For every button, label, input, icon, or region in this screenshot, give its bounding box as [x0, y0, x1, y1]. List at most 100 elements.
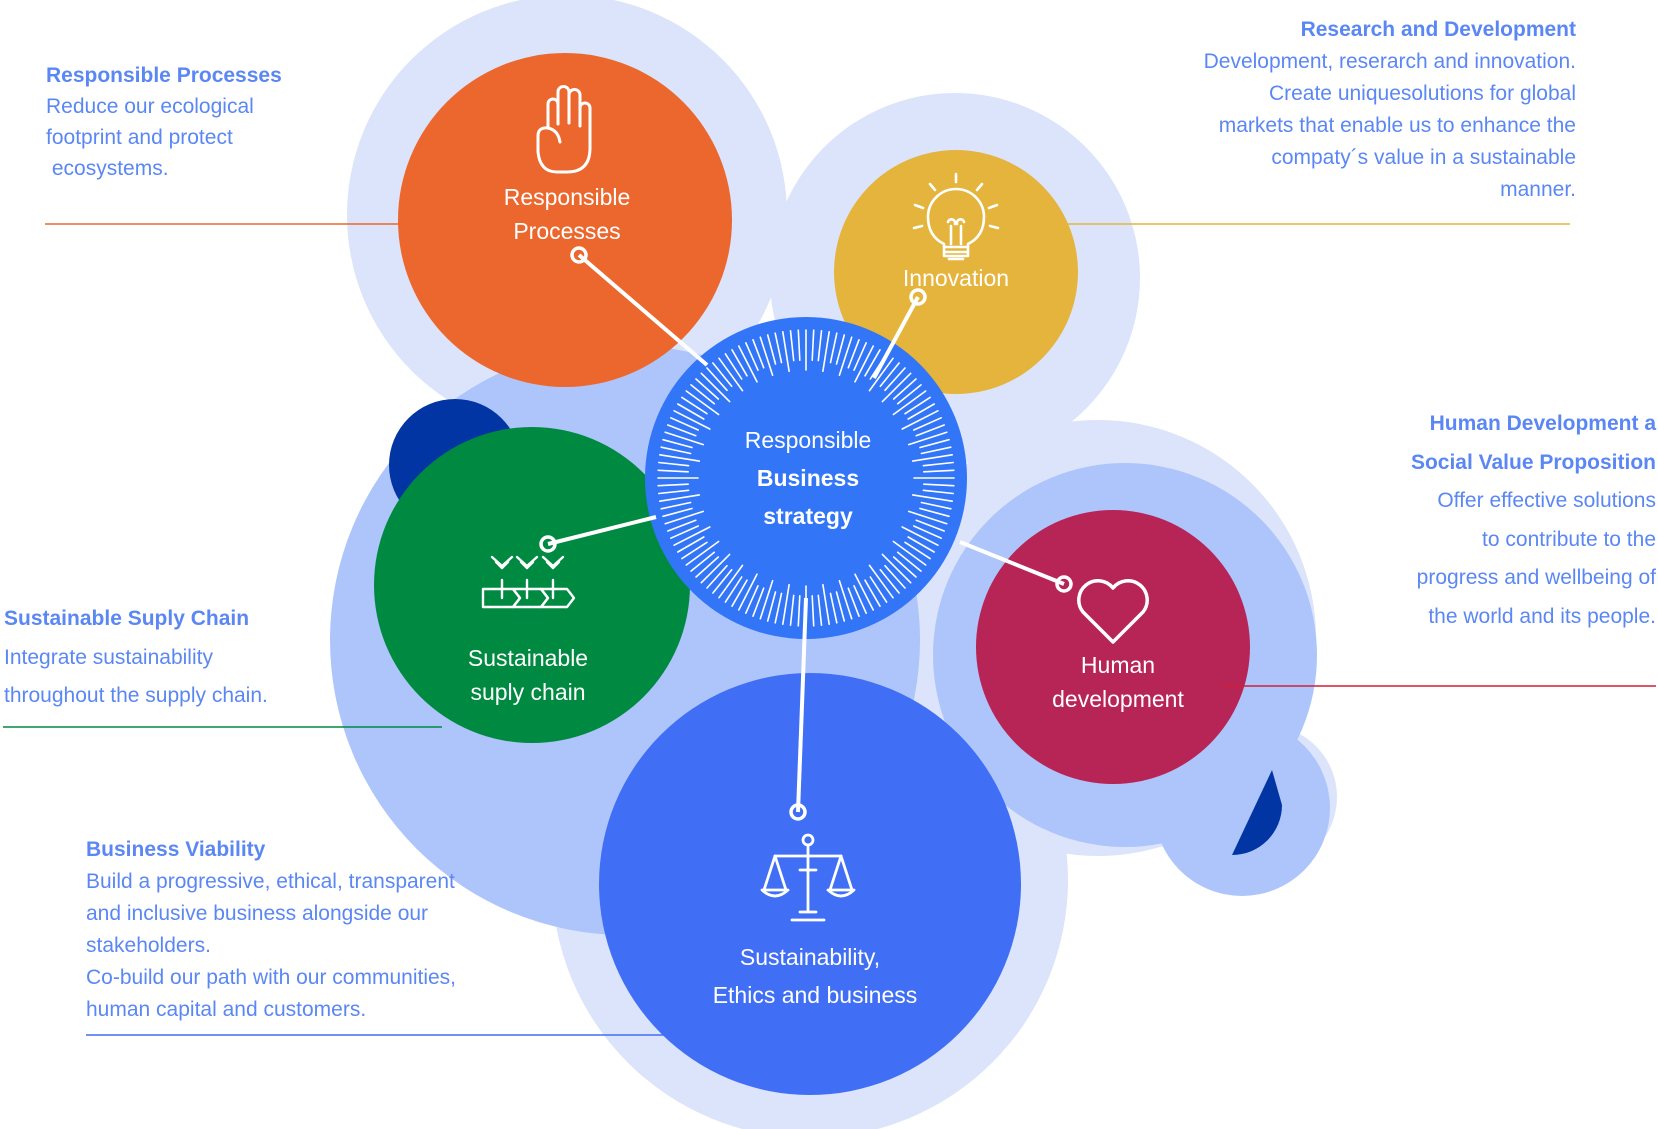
center-tick-ring	[657, 329, 955, 627]
center-tick	[922, 461, 955, 467]
center-tick	[868, 357, 894, 392]
callout-responsible-processes-line: Reduce our ecological	[46, 95, 254, 118]
center-tick	[676, 536, 705, 553]
callout-rules	[3, 223, 1656, 1036]
center-tick	[657, 483, 690, 487]
center-tick	[907, 536, 936, 553]
center-tick	[706, 367, 728, 392]
center-tick	[811, 594, 815, 627]
center-tick	[847, 587, 860, 618]
supply-chain-arrows-icon	[481, 555, 576, 609]
callout-responsible-processes: Responsible Processes Reduce our ecologi…	[46, 60, 282, 184]
center-tick	[664, 510, 705, 525]
center-tick	[706, 564, 728, 589]
center-tick	[700, 372, 731, 403]
center-tick	[920, 501, 952, 510]
center-tick	[752, 587, 765, 618]
callout-viability: Business Viability Build a progressive, …	[86, 834, 456, 1026]
center-tick	[811, 329, 815, 362]
center-tick	[673, 409, 711, 430]
connector-human-development	[959, 540, 1065, 586]
center-tick	[666, 519, 697, 532]
center-tick	[681, 541, 708, 560]
center-tick	[681, 396, 708, 415]
callout-research-line: compaty´s value in a sustainable	[1271, 146, 1576, 169]
center-tick	[896, 384, 922, 405]
supply-chain-label-1: Sustainable	[468, 645, 588, 671]
center-tick	[901, 409, 939, 430]
center-tick	[904, 396, 931, 415]
innovation-circle	[834, 150, 1078, 394]
connector-dot-sustainability	[789, 803, 807, 821]
center-tick	[673, 526, 711, 547]
center-tick	[669, 525, 700, 540]
center-tick	[759, 336, 774, 377]
center-tick	[847, 338, 860, 369]
responsible-processes-label-2: Processes	[513, 218, 620, 244]
callout-supply: Sustainable Suply Chain Integrate sustai…	[4, 600, 268, 716]
center-tick	[868, 564, 894, 599]
center-tick	[892, 390, 927, 416]
center-tick	[864, 579, 881, 608]
center-label-2: Business	[757, 465, 859, 491]
center-tick	[664, 431, 705, 446]
connector-sustainability	[796, 597, 808, 813]
callout-research-line: manner.	[1500, 178, 1576, 201]
center-tick	[690, 551, 716, 572]
center-tick	[881, 553, 912, 584]
center-tick	[737, 573, 758, 611]
callout-human-line: Offer effective solutions	[1437, 489, 1656, 512]
center-tick	[922, 483, 955, 487]
callout-viability-title: Business Viability	[86, 838, 266, 861]
responsible-processes-label-1: Responsible	[504, 184, 631, 210]
center-tick	[781, 583, 790, 626]
center-tick	[915, 519, 946, 532]
center-tick	[854, 573, 875, 611]
center-tick	[911, 494, 954, 503]
center-tick	[907, 510, 948, 525]
center-tick	[718, 357, 744, 392]
balance-scale-icon	[760, 833, 856, 922]
center-tick	[752, 338, 765, 369]
center-tick	[781, 330, 790, 373]
callout-supply-title: Sustainable Suply Chain	[4, 607, 250, 630]
center-tick	[817, 594, 823, 627]
center-tick	[657, 461, 690, 467]
center-tick	[658, 494, 701, 503]
callout-viability-line: Co-build our path with our communities,	[86, 966, 457, 989]
connector-innovation	[872, 296, 920, 379]
center-tick	[662, 507, 693, 518]
center-tick	[657, 469, 690, 473]
center-tick	[829, 332, 838, 364]
center-tick	[744, 341, 759, 372]
responsible-processes-circle	[398, 53, 732, 387]
center-tick	[718, 564, 744, 599]
center-tick	[838, 336, 853, 377]
center-tick	[919, 507, 950, 518]
center-tick	[835, 591, 846, 622]
center-tick	[912, 525, 943, 540]
human-development-circle	[976, 510, 1250, 784]
callout-research-line: Create uniquesolutions for global	[1268, 82, 1576, 105]
center-tick	[774, 592, 783, 624]
center-label-1: Responsible	[745, 427, 872, 453]
center-tick	[879, 568, 900, 594]
center-tick	[892, 378, 917, 400]
center-tick	[912, 416, 943, 431]
human-development-label-2: development	[1052, 686, 1184, 712]
callout-human-line: progress and wellbeing of	[1416, 566, 1656, 589]
center-tick	[695, 556, 720, 578]
center-tick	[695, 378, 720, 400]
center-tick	[712, 362, 733, 388]
center-tick	[724, 353, 743, 380]
center-tick	[690, 384, 716, 405]
center-tick	[658, 453, 701, 462]
connector-responsible-processes	[577, 253, 709, 367]
center-tick	[869, 576, 888, 603]
center-tick	[853, 341, 868, 372]
center-tick	[901, 526, 939, 547]
center-tick	[896, 551, 922, 572]
sustainability-circle	[599, 673, 1021, 1095]
center-tick	[662, 438, 693, 449]
callout-supply-line: throughout the supply chain.	[4, 684, 268, 707]
